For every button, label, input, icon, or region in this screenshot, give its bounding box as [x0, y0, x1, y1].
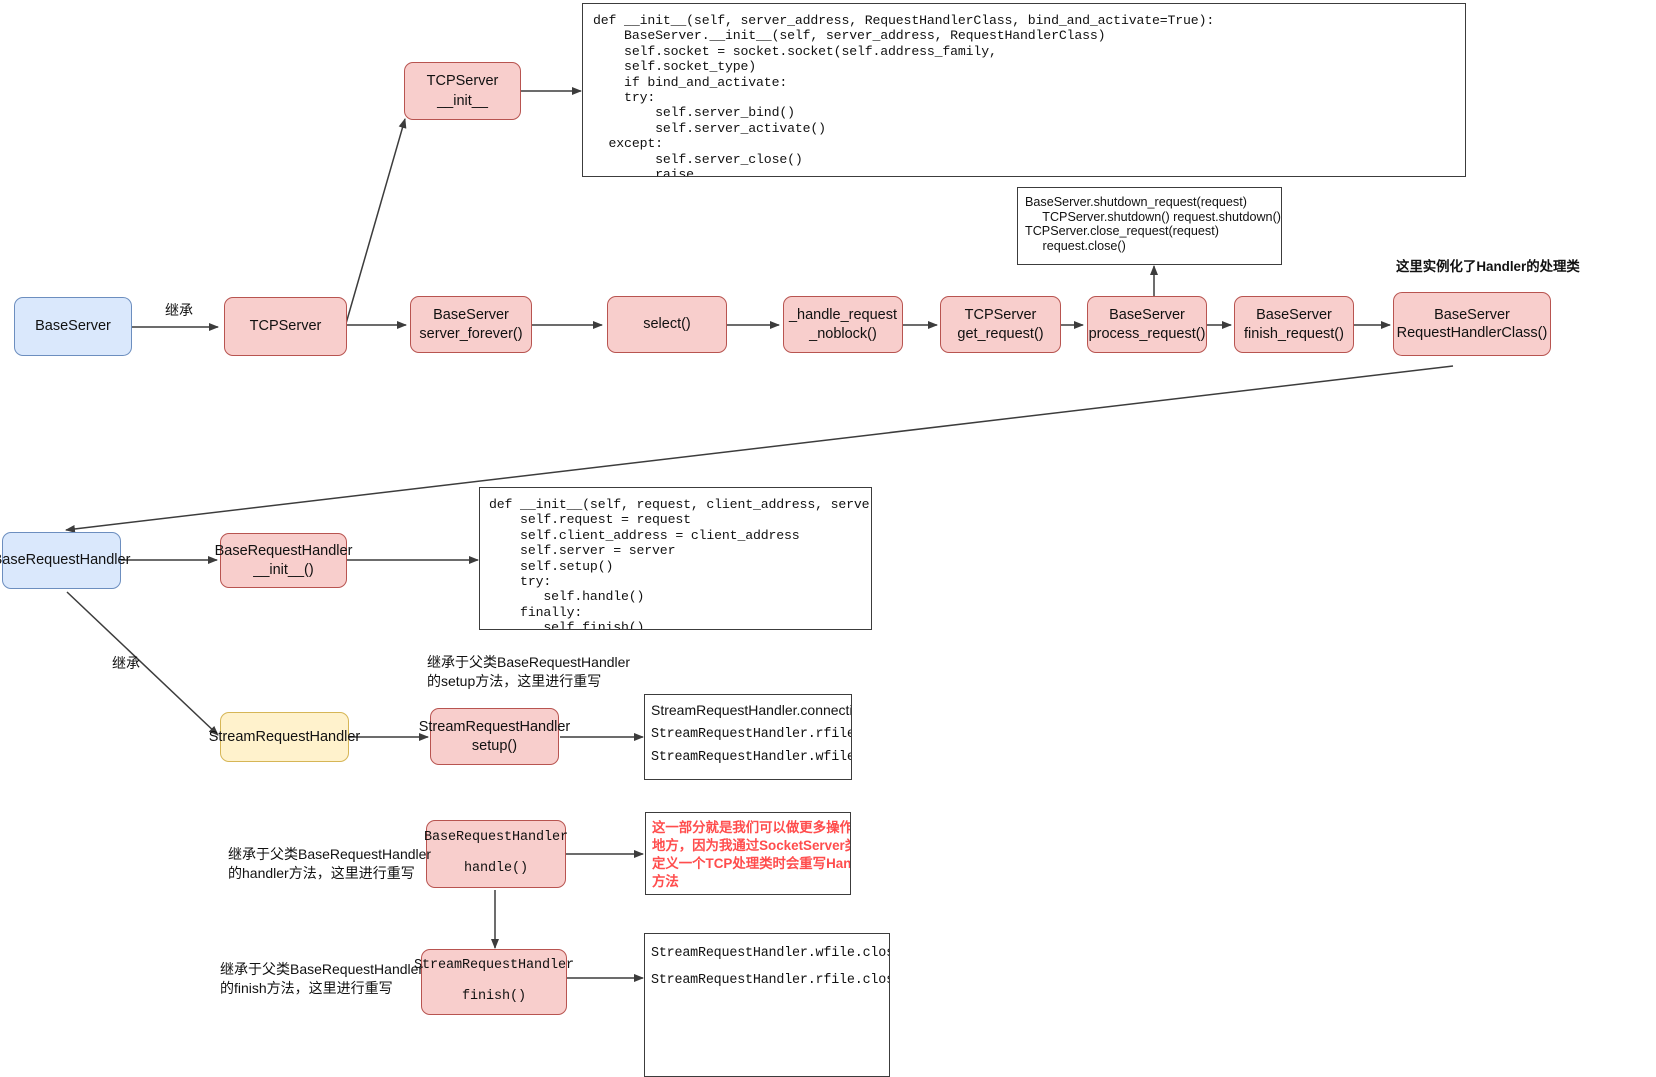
node-server-forever-line2: server_forever() [419, 325, 523, 342]
node-streamrequesthandler-setup-line2: setup() [471, 737, 518, 754]
shutdown-request-box: BaseServer.shutdown_request(request) TCP… [1017, 187, 1282, 265]
node-tcpserver-init-line2: __init__ [437, 93, 488, 109]
node-request-handler-class-line2: RequestHandlerClass() [1396, 325, 1548, 341]
node-baserequesthandler-label: BaseRequestHandler [0, 552, 131, 569]
node-get-request[interactable]: TCPServer get_request() [940, 296, 1061, 353]
tcpserver-init-code-box: def __init__(self, server_address, Reque… [582, 3, 1466, 177]
node-streamrequesthandler-finish-line1: StreamRequestHandler [413, 958, 575, 974]
node-server-forever[interactable]: BaseServer server_forever() [410, 296, 532, 353]
handle-annotation-line-3: 定义一个TCP处理类时会重写Handler [652, 856, 851, 871]
node-tcpserver-label: TCPServer [249, 318, 322, 335]
finish-outputs-box: StreamRequestHandler.wfile.close() Strea… [644, 933, 890, 1077]
node-request-handler-class-line1: BaseServer [1434, 306, 1510, 323]
label-setup-note: 继承于父类BaseRequestHandler 的setup方法，这里进行重写 [427, 654, 631, 689]
node-streamrequesthandler[interactable]: StreamRequestHandler [209, 712, 360, 762]
baserequesthandler-init-code-box: def __init__(self, request, client_addre… [479, 487, 872, 630]
finish-output-rfile-close: StreamRequestHandler.rfile.close() [651, 973, 889, 988]
node-finish-request-line2: finish_request() [1244, 325, 1344, 342]
handle-annotation-line-2: 地方，因为我通过SocketServer类 [652, 838, 851, 853]
node-streamrequesthandler-label: StreamRequestHandler [208, 728, 361, 745]
node-finish-request[interactable]: BaseServer finish_request() [1234, 296, 1354, 353]
label-finish-note: 继承于父类BaseRequestHandler 的finish方法，这里进行重写 [220, 961, 424, 996]
baserequesthandler-init-code: def __init__(self, request, client_addre… [489, 497, 871, 630]
node-request-handler-class[interactable]: BaseServer RequestHandlerClass() [1393, 292, 1551, 356]
node-get-request-line1: TCPServer [964, 307, 1037, 324]
node-handle-request-noblock[interactable]: _handle_request _noblock() [783, 296, 903, 353]
node-baserequesthandler-init[interactable]: BaseRequestHandler __init__() [215, 533, 352, 588]
setup-outputs-box: StreamRequestHandler.connection StreamRe… [644, 694, 852, 780]
node-select[interactable]: select() [607, 296, 727, 353]
node-baseserver-label: BaseServer [35, 318, 111, 335]
node-streamrequesthandler-finish-line2: finish() [461, 989, 526, 1004]
node-baserequesthandler-init-line1: BaseRequestHandler [214, 543, 353, 560]
shutdown-request-text: BaseServer.shutdown_request(request) TCP… [1025, 195, 1281, 253]
label-inherit-1: 继承 [165, 302, 193, 318]
node-baserequesthandler-handle-line1: BaseRequestHandler [423, 830, 569, 846]
node-handle-request-noblock-line2: _noblock() [809, 325, 877, 342]
node-get-request-line2: get_request() [957, 325, 1044, 342]
finish-output-wfile-close: StreamRequestHandler.wfile.close() [651, 946, 889, 961]
node-baserequesthandler-handle-line2: handle() [463, 861, 528, 876]
node-select-label: select() [643, 316, 691, 333]
label-handler-instantiated: 这里实例化了Handler的处理类 [1396, 259, 1580, 274]
node-baseserver[interactable]: BaseServer [14, 297, 132, 356]
setup-output-wfile: StreamRequestHandler.wfile [651, 750, 852, 765]
node-streamrequesthandler-setup[interactable]: StreamRequestHandler setup() [419, 708, 570, 765]
handle-annotation-line-4: 方法 [652, 874, 679, 889]
node-finish-request-line1: BaseServer [1256, 307, 1332, 324]
node-tcpserver-init[interactable]: TCPServer __init__ [404, 62, 521, 120]
tcpserver-init-code: def __init__(self, server_address, Reque… [593, 13, 1215, 177]
node-baserequesthandler[interactable]: BaseRequestHandler [0, 532, 130, 589]
node-streamrequesthandler-finish[interactable]: StreamRequestHandler finish() [414, 949, 574, 1015]
node-baserequesthandler-handle[interactable]: BaseRequestHandler handle() [423, 820, 569, 888]
node-streamrequesthandler-setup-line1: StreamRequestHandler [418, 719, 571, 736]
node-tcpserver-init-line1: TCPServer [426, 72, 499, 89]
setup-output-connection: StreamRequestHandler.connection [651, 702, 852, 718]
node-tcpserver[interactable]: TCPServer [224, 297, 347, 356]
node-server-forever-line1: BaseServer [433, 307, 509, 324]
label-handle-note: 继承于父类BaseRequestHandler 的handler方法，这里进行重… [228, 846, 432, 881]
node-process-request-line2: process_request() [1088, 325, 1206, 342]
setup-output-rfile: StreamRequestHandler.rfile [651, 727, 852, 742]
node-process-request[interactable]: BaseServer process_request() [1087, 296, 1207, 353]
label-inherit-2: 继承 [112, 655, 140, 671]
node-baserequesthandler-init-line2: __init__() [253, 561, 314, 578]
handle-annotation-line-1: 这一部分就是我们可以做更多操作的 [652, 820, 851, 835]
node-handle-request-noblock-line1: _handle_request [788, 307, 898, 324]
handle-annotation-box: 这一部分就是我们可以做更多操作的 地方，因为我通过SocketServer类 定… [645, 812, 851, 895]
node-process-request-line1: BaseServer [1109, 307, 1185, 324]
